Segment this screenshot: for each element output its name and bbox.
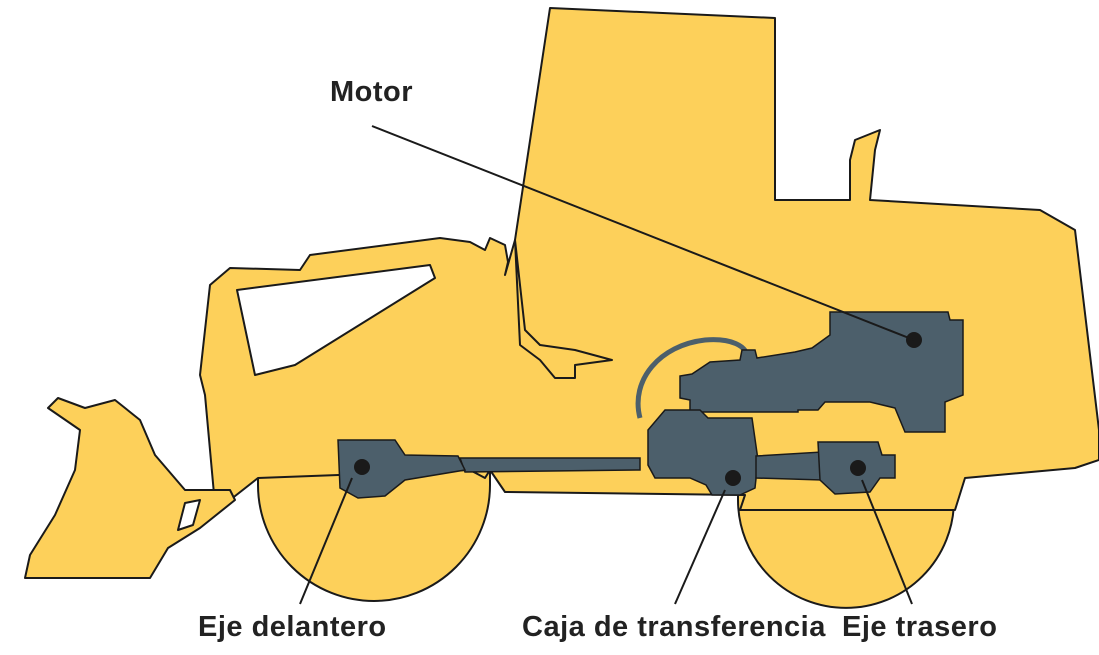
front-axle bbox=[337, 439, 467, 499]
drivetrain bbox=[337, 311, 964, 499]
transfer-point bbox=[725, 470, 741, 486]
rear-driveshaft bbox=[755, 451, 823, 481]
front-axle-point bbox=[354, 459, 370, 475]
boom-window bbox=[236, 264, 436, 376]
bucket bbox=[24, 397, 236, 579]
front-wheel bbox=[257, 469, 491, 602]
cab-seam bbox=[514, 239, 613, 379]
rear-wheel bbox=[737, 487, 955, 609]
motor-label: Motor bbox=[330, 76, 414, 108]
rear-axle-leader bbox=[861, 479, 913, 605]
transfer-case-label: Caja de transferencia bbox=[522, 611, 826, 643]
rear-axle-point bbox=[850, 460, 866, 476]
leader-lines bbox=[299, 125, 915, 605]
front-axle-leader bbox=[299, 477, 353, 605]
transfer-leader bbox=[674, 489, 726, 605]
engine bbox=[679, 311, 964, 433]
hydraulic-hose bbox=[635, 337, 751, 419]
loader-body bbox=[24, 7, 1099, 609]
motor-leader bbox=[371, 125, 915, 341]
front-driveshaft bbox=[458, 457, 641, 473]
bucket-hole bbox=[177, 499, 201, 531]
rear-axle-label: Eje trasero bbox=[842, 611, 998, 643]
front-axle-label: Eje delantero bbox=[198, 611, 387, 643]
